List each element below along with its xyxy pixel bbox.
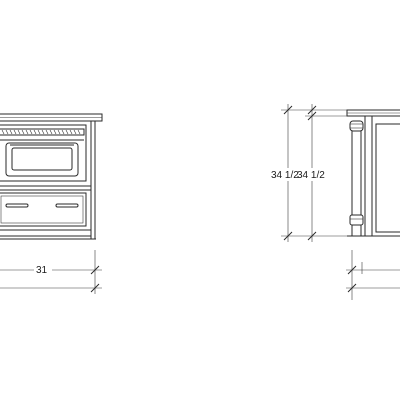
height-label-inner: 34 1/2 bbox=[297, 170, 325, 181]
height-dimension: 34 1/2 34 1/2 bbox=[270, 104, 347, 242]
column-leg-icon bbox=[349, 120, 364, 236]
drawer-icon bbox=[0, 192, 87, 227]
height-label-outer: 34 1/2 bbox=[271, 170, 299, 181]
front-elevation-icon bbox=[0, 113, 103, 240]
depth-dimension bbox=[346, 250, 400, 300]
oven-icon bbox=[0, 124, 87, 182]
width-label: 31 bbox=[36, 265, 48, 276]
width-dimension: 31 bbox=[0, 250, 102, 294]
burner-grate-icon bbox=[1, 129, 81, 135]
side-elevation-icon bbox=[346, 109, 400, 237]
